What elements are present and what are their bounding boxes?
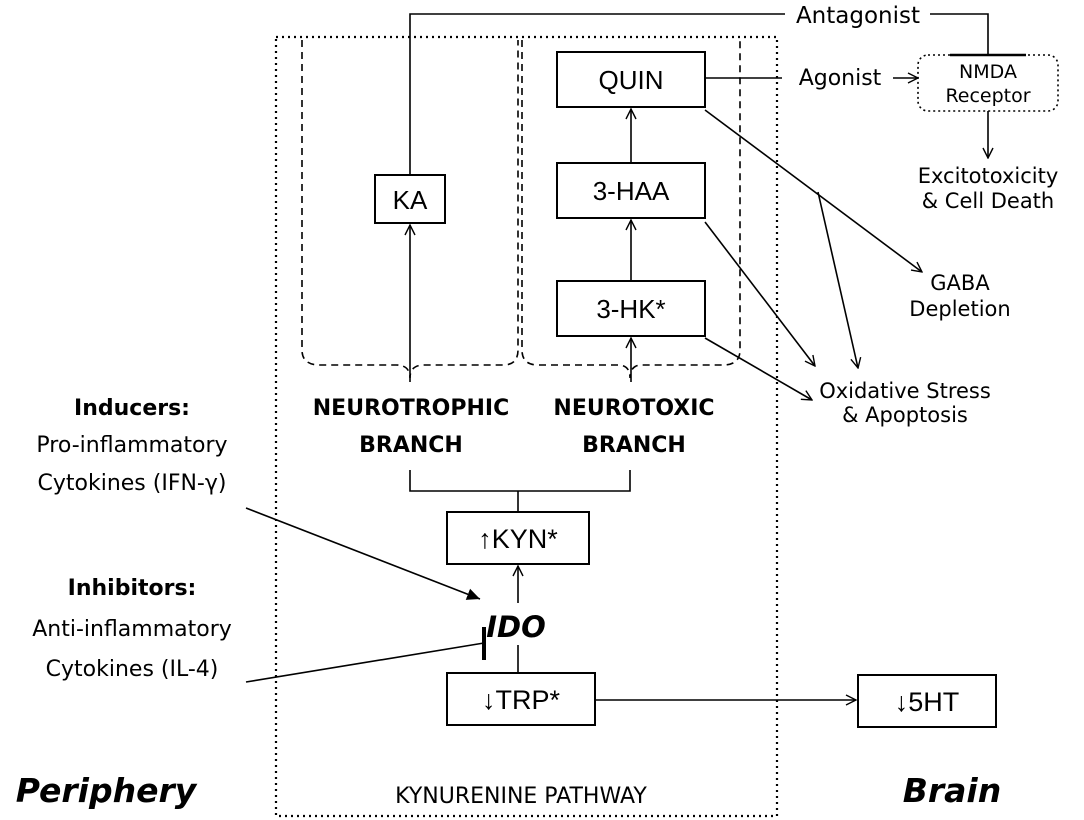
3-haa-box [556,162,706,219]
excitotoxicity-label-line1: Excitotoxicity [918,164,1059,188]
kynurenine-pathway-region [274,35,779,818]
neurotrophic-branch-label-line1: NEUROTROPHIC [313,396,509,421]
3-hk-to-oxidative-arrow [704,337,812,400]
antagonist-line-right [930,13,989,54]
excitotoxicity-label-line2: & Cell Death [922,189,1054,213]
trp-box [446,672,596,726]
gaba-label-line2: Depletion [909,297,1010,321]
inducers-line2: Cytokines (IFN-γ) [38,471,227,496]
inducers-line1: Pro-inflammatory [36,433,227,458]
inducer-to-ido-arrow [245,507,481,600]
inducers-title: Inducers: [74,396,190,421]
neurotoxic-branch-bracket [521,40,741,379]
trp-label: ↓TRP* [482,685,561,715]
5ht-label: ↓5HT [895,687,960,717]
inhibitors-title: Inhibitors: [68,576,197,601]
3-haa-label: 3-HAA [593,176,670,206]
inhibitors-line2: Cytokines (IL-4) [46,657,219,682]
inhibitor-to-ido-line [245,642,485,683]
ido-label: IDO [486,610,546,644]
oxidative-stress-label-line1: Oxidative Stress [819,379,991,403]
neurotrophic-branch-label-line2: BRANCH [359,433,463,458]
neurotoxic-branch-label-line1: NEUROTOXIC [553,396,714,421]
ka-box [374,174,446,224]
5ht-box [857,674,997,728]
antagonist-line [409,13,785,175]
ka-label: KA [393,185,428,215]
kyn-label: ↑KYN* [478,524,558,554]
quin-gaba-to-oxidative-arrow [817,191,858,368]
quin-label: QUIN [599,65,664,95]
gaba-label-line1: GABA [930,271,990,295]
nmda-receptor-label-line2: Receptor [945,85,1030,107]
agonist-label: Agonist [799,66,882,91]
inhibitors-line1: Anti-inflammatory [32,617,232,642]
branch-split-connector [409,470,631,492]
periphery-label: Periphery [16,771,198,810]
oxidative-stress-label-line2: & Apoptosis [842,403,968,427]
quin-to-gaba-arrow [704,109,922,272]
brain-label: Brain [903,771,1002,810]
kyn-box [446,511,590,565]
antagonist-label: Antagonist [796,3,920,29]
nmda-receptor-label-line1: NMDA [959,61,1017,83]
3-hk-label: 3-HK* [596,294,665,324]
3-haa-to-oxidative-arrow [704,221,815,366]
neurotoxic-branch-label-line2: BRANCH [582,433,686,458]
kynurenine-pathway-label: KYNURENINE PATHWAY [395,784,647,809]
quin-box [556,51,706,108]
